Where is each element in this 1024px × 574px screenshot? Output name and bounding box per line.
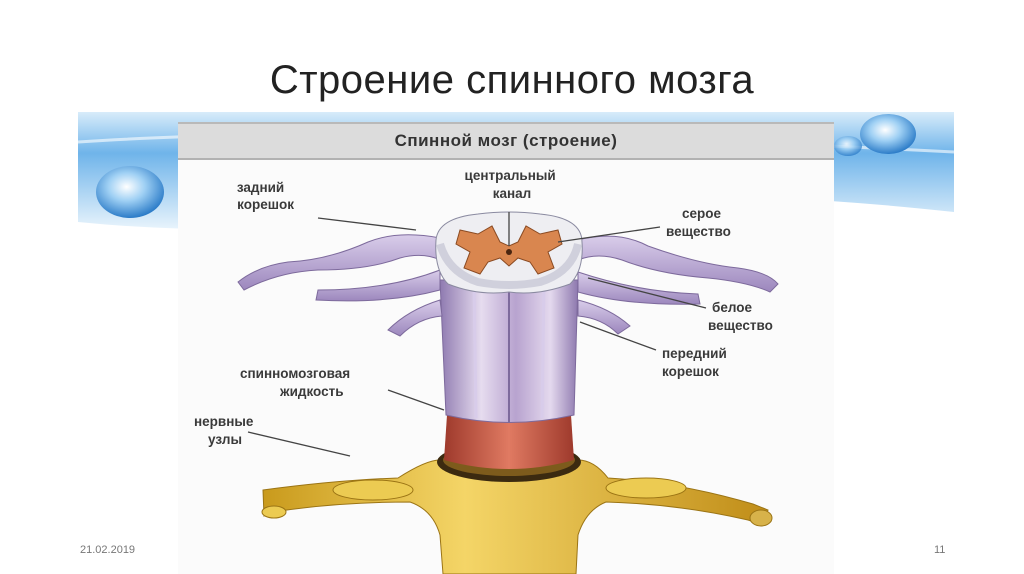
- bubble-right: [834, 114, 916, 156]
- anterior-root-right: [577, 299, 631, 335]
- bubble-left: [96, 166, 164, 218]
- label-ganglia: нервные узлы: [194, 414, 257, 447]
- slide-date: 21.02.2019: [80, 544, 136, 556]
- slide-page-number: 11: [934, 544, 946, 556]
- leader-lines: [247, 212, 707, 457]
- nerve-ganglion-left: [261, 479, 414, 519]
- leader-gray-matter: [557, 226, 661, 243]
- leader-csf: [387, 389, 445, 411]
- central-canal: [506, 249, 512, 255]
- label-posterior-root: задний корешок: [237, 180, 294, 212]
- nerve-ganglion-right: [605, 477, 773, 527]
- leader-posterior-root: [317, 217, 417, 231]
- label-white-matter: белое вещество: [708, 300, 773, 333]
- figure-header: Спинной мозг (строение): [178, 122, 834, 160]
- anterior-root-left: [387, 299, 443, 337]
- posterior-root-left: [237, 234, 441, 302]
- posterior-root-right: [577, 235, 779, 305]
- label-gray-matter: серое вещество: [666, 206, 731, 239]
- label-anterior-root: передний корешок: [662, 346, 731, 379]
- slide-title: Строение спинного мозга: [269, 58, 755, 102]
- spinal-cord-diagram: задний корешок центральный канал серое в…: [194, 168, 779, 574]
- leader-ganglia: [247, 431, 351, 457]
- spinal-cord-figure: Спинной мозг (строение): [178, 122, 834, 574]
- label-csf: спинномозговая жидкость: [240, 366, 354, 399]
- spinal-cord-column: [439, 279, 579, 423]
- leader-white-matter: [587, 277, 707, 309]
- label-central-canal: центральный канал: [465, 168, 560, 201]
- leader-anterior-root: [579, 321, 657, 351]
